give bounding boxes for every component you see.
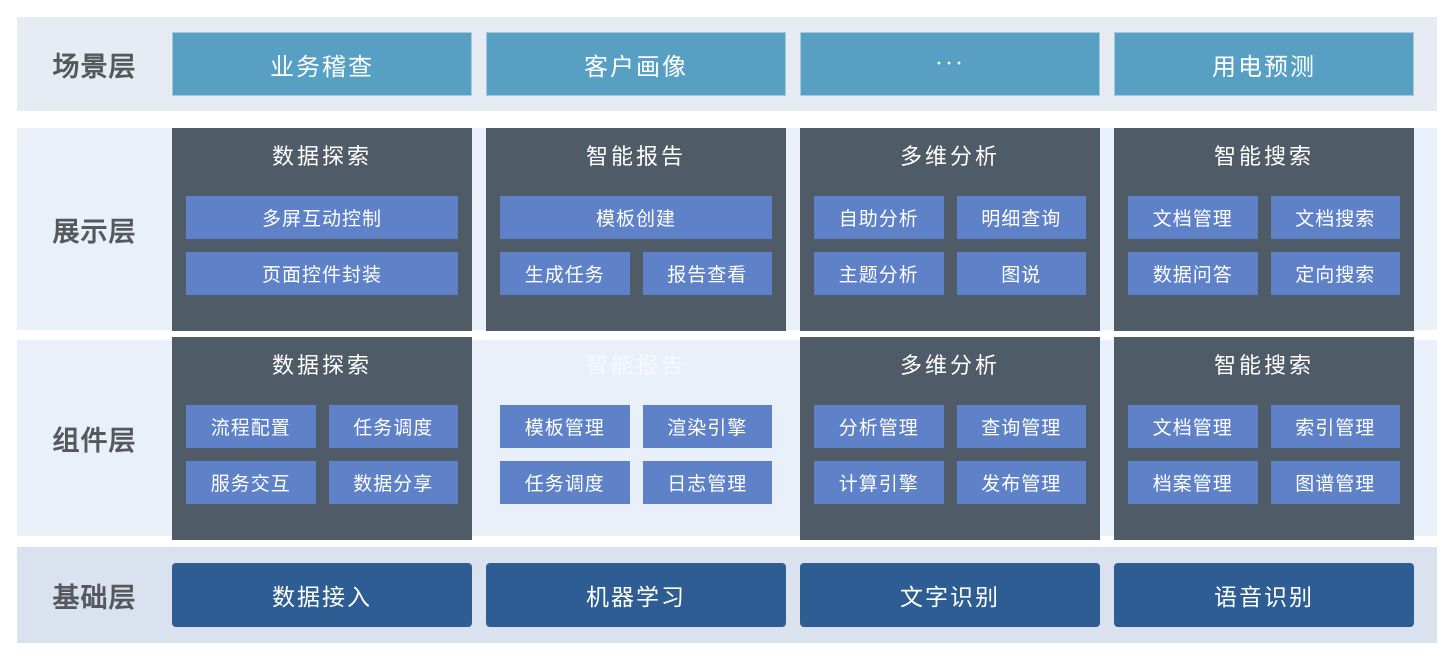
scenario-button-business-audit[interactable]: 业务稽查 [172,32,472,96]
module-button-doc-search[interactable]: 文档搜索 [1270,195,1400,239]
module-button-report-view[interactable]: 报告查看 [642,251,772,295]
module-button-task-schedule[interactable]: 任务调度 [328,404,458,448]
panel-multidim-analysis: 多维分析 分析管理 查询管理 计算引擎 发布管理 [800,336,1100,540]
module-button-graph-manage[interactable]: 图谱管理 [1270,460,1400,504]
base-button-ocr[interactable]: 文字识别 [800,563,1100,627]
panel-multidim-analysis: 多维分析 自助分析 明细查询 主题分析 图说 [800,127,1100,331]
panel-smart-report: 智能报告 模板创建 生成任务 报告查看 [486,127,786,331]
presentation-layer-content: 数据探索 多屏互动控制 页面控件封装 智能报告 模板创建 生成任务 报告查看 [172,127,1414,331]
panel-data-explore: 数据探索 流程配置 任务调度 服务交互 数据分享 [172,336,472,540]
panel-row: 服务交互 数据分享 [186,460,458,504]
panel-smart-search: 智能搜索 文档管理 文档搜索 数据问答 定向搜索 [1114,127,1414,331]
panel-title: 数据探索 [271,352,372,378]
module-button-page-widget-wrap[interactable]: 页面控件封装 [186,251,458,295]
component-layer-band: 组件层 数据探索 流程配置 任务调度 服务交互 数据分享 智能报告 模板管理 渲… [17,336,1437,540]
scenario-layer-content: 业务稽查 客户画像 ··· 用电预测 [172,32,1414,96]
panel-title: 数据探索 [271,143,372,169]
module-button-generate-task[interactable]: 生成任务 [500,251,630,295]
panel-title: 智能报告 [585,352,686,378]
module-button-chart-story[interactable]: 图说 [956,251,1086,295]
presentation-layer-band: 展示层 数据探索 多屏互动控制 页面控件封装 智能报告 模板创建 生成任务 报告… [17,127,1437,331]
architecture-diagram: 场景层 业务稽查 客户画像 ··· 用电预测 展示层 数据探索 多屏互动控制 页… [17,17,1437,643]
panel-row: 页面控件封装 [186,251,458,295]
scenario-button-more[interactable]: ··· [800,32,1100,96]
base-button-data-access[interactable]: 数据接入 [172,563,472,627]
module-button-doc-manage[interactable]: 文档管理 [1128,404,1258,448]
module-button-log-manage[interactable]: 日志管理 [642,460,772,504]
panel-row: 文档管理 文档搜索 [1128,195,1400,239]
panel-row: 流程配置 任务调度 [186,404,458,448]
scenario-button-power-forecast[interactable]: 用电预测 [1114,32,1414,96]
panel-row: 自助分析 明细查询 [814,195,1086,239]
module-button-analysis-manage[interactable]: 分析管理 [814,404,944,448]
panel-title: 智能报告 [585,143,686,169]
component-layer-content: 数据探索 流程配置 任务调度 服务交互 数据分享 智能报告 模板管理 渲染引擎 … [172,336,1414,540]
panel-row: 任务调度 日志管理 [500,460,772,504]
panel-row: 模板创建 [500,195,772,239]
module-button-multiscreen-control[interactable]: 多屏互动控制 [186,195,458,239]
module-button-targeted-search[interactable]: 定向搜索 [1270,251,1400,295]
panel-row: 分析管理 查询管理 [814,404,1086,448]
module-button-compute-engine[interactable]: 计算引擎 [814,460,944,504]
panel-title: 智能搜索 [1213,352,1314,378]
module-button-topic-analysis[interactable]: 主题分析 [814,251,944,295]
panel-row: 计算引擎 发布管理 [814,460,1086,504]
base-layer-content: 数据接入 机器学习 文字识别 语音识别 [172,563,1414,627]
panel-row: 多屏互动控制 [186,195,458,239]
scenario-button-customer-profile[interactable]: 客户画像 [486,32,786,96]
module-button-publish-manage[interactable]: 发布管理 [956,460,1086,504]
panel-data-explore: 数据探索 多屏互动控制 页面控件封装 [172,127,472,331]
module-button-selfservice-analysis[interactable]: 自助分析 [814,195,944,239]
module-button-task-schedule[interactable]: 任务调度 [500,460,630,504]
scenario-layer-band: 场景层 业务稽查 客户画像 ··· 用电预测 [17,17,1437,111]
base-layer-band: 基础层 数据接入 机器学习 文字识别 语音识别 [17,547,1437,643]
panel-row: 主题分析 图说 [814,251,1086,295]
layer-label-presentation: 展示层 [52,216,137,247]
layer-label-scenario: 场景层 [52,51,137,82]
module-button-query-manage[interactable]: 查询管理 [956,404,1086,448]
module-button-render-engine[interactable]: 渲染引擎 [642,404,772,448]
module-button-service-interact[interactable]: 服务交互 [186,460,316,504]
panel-row: 生成任务 报告查看 [500,251,772,295]
module-button-template-manage[interactable]: 模板管理 [500,404,630,448]
layer-label-base: 基础层 [52,582,137,613]
panel-row: 数据问答 定向搜索 [1128,251,1400,295]
module-button-template-create[interactable]: 模板创建 [500,195,772,239]
panel-row: 文档管理 索引管理 [1128,404,1400,448]
module-button-detail-query[interactable]: 明细查询 [956,195,1086,239]
panel-row: 档案管理 图谱管理 [1128,460,1400,504]
panel-title: 智能搜索 [1213,143,1314,169]
panel-row: 模板管理 渲染引擎 [500,404,772,448]
module-button-index-manage[interactable]: 索引管理 [1270,404,1400,448]
panel-title: 多维分析 [899,352,1000,378]
panel-title: 多维分析 [899,143,1000,169]
panel-smart-search: 智能搜索 文档管理 索引管理 档案管理 图谱管理 [1114,336,1414,540]
base-button-speech-recognition[interactable]: 语音识别 [1114,563,1414,627]
module-button-doc-manage[interactable]: 文档管理 [1128,195,1258,239]
module-button-archive-manage[interactable]: 档案管理 [1128,460,1258,504]
base-button-machine-learning[interactable]: 机器学习 [486,563,786,627]
layer-label-component: 组件层 [52,425,137,456]
module-button-data-share[interactable]: 数据分享 [328,460,458,504]
module-button-flow-config[interactable]: 流程配置 [186,404,316,448]
panel-smart-report: 智能报告 模板管理 渲染引擎 任务调度 日志管理 [486,337,786,540]
module-button-data-qa[interactable]: 数据问答 [1128,251,1258,295]
